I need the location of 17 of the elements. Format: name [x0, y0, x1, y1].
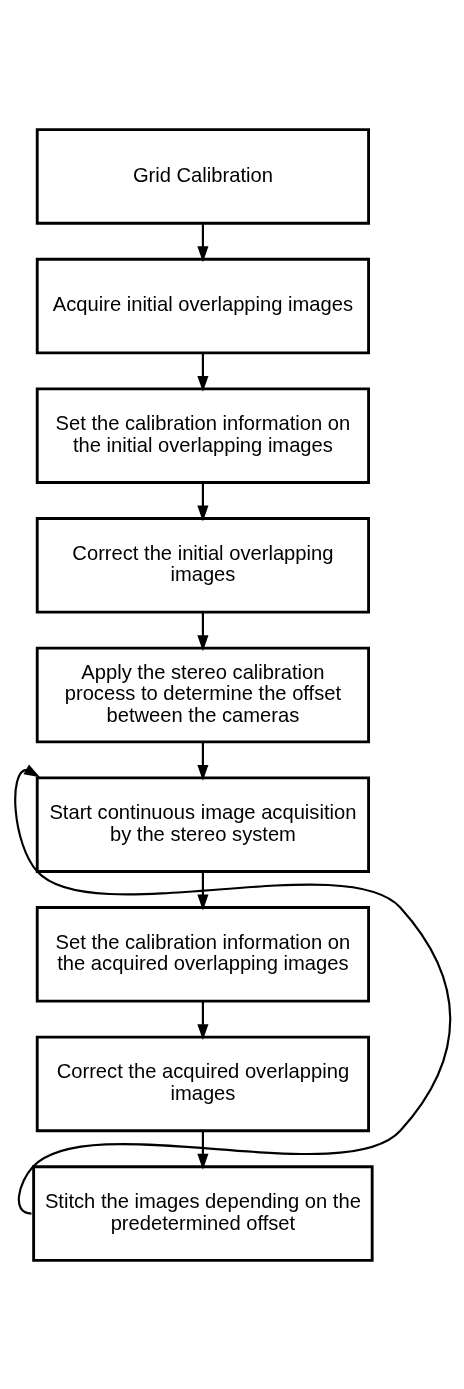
node-box: Set the calibration information on the initial overlapping images [35, 386, 370, 484]
arrow [196, 612, 208, 651]
node-box: Apply the stereo calibration process to determine the offset between the cameras [35, 646, 370, 743]
arrow [196, 352, 208, 392]
arrow [196, 482, 208, 521]
arrow [196, 1130, 208, 1170]
node-box: Set the calibration information on the acquired overlapping images [35, 905, 370, 1003]
arrow [196, 741, 208, 781]
arrow [196, 871, 208, 910]
node-box: Acquire initial overlapping images [35, 257, 370, 354]
arrow [196, 1001, 208, 1040]
node-box: Stitch the images depending on the predetermined offset [31, 1164, 374, 1262]
node-box: Grid Calibration [35, 127, 370, 225]
node-box: Correct the initial overlapping images [35, 516, 370, 614]
node-box: Correct the acquired overlapping images [35, 1035, 370, 1132]
arrow [196, 223, 208, 262]
node-box: Start continuous image acquisition by the stereo system [35, 775, 370, 873]
